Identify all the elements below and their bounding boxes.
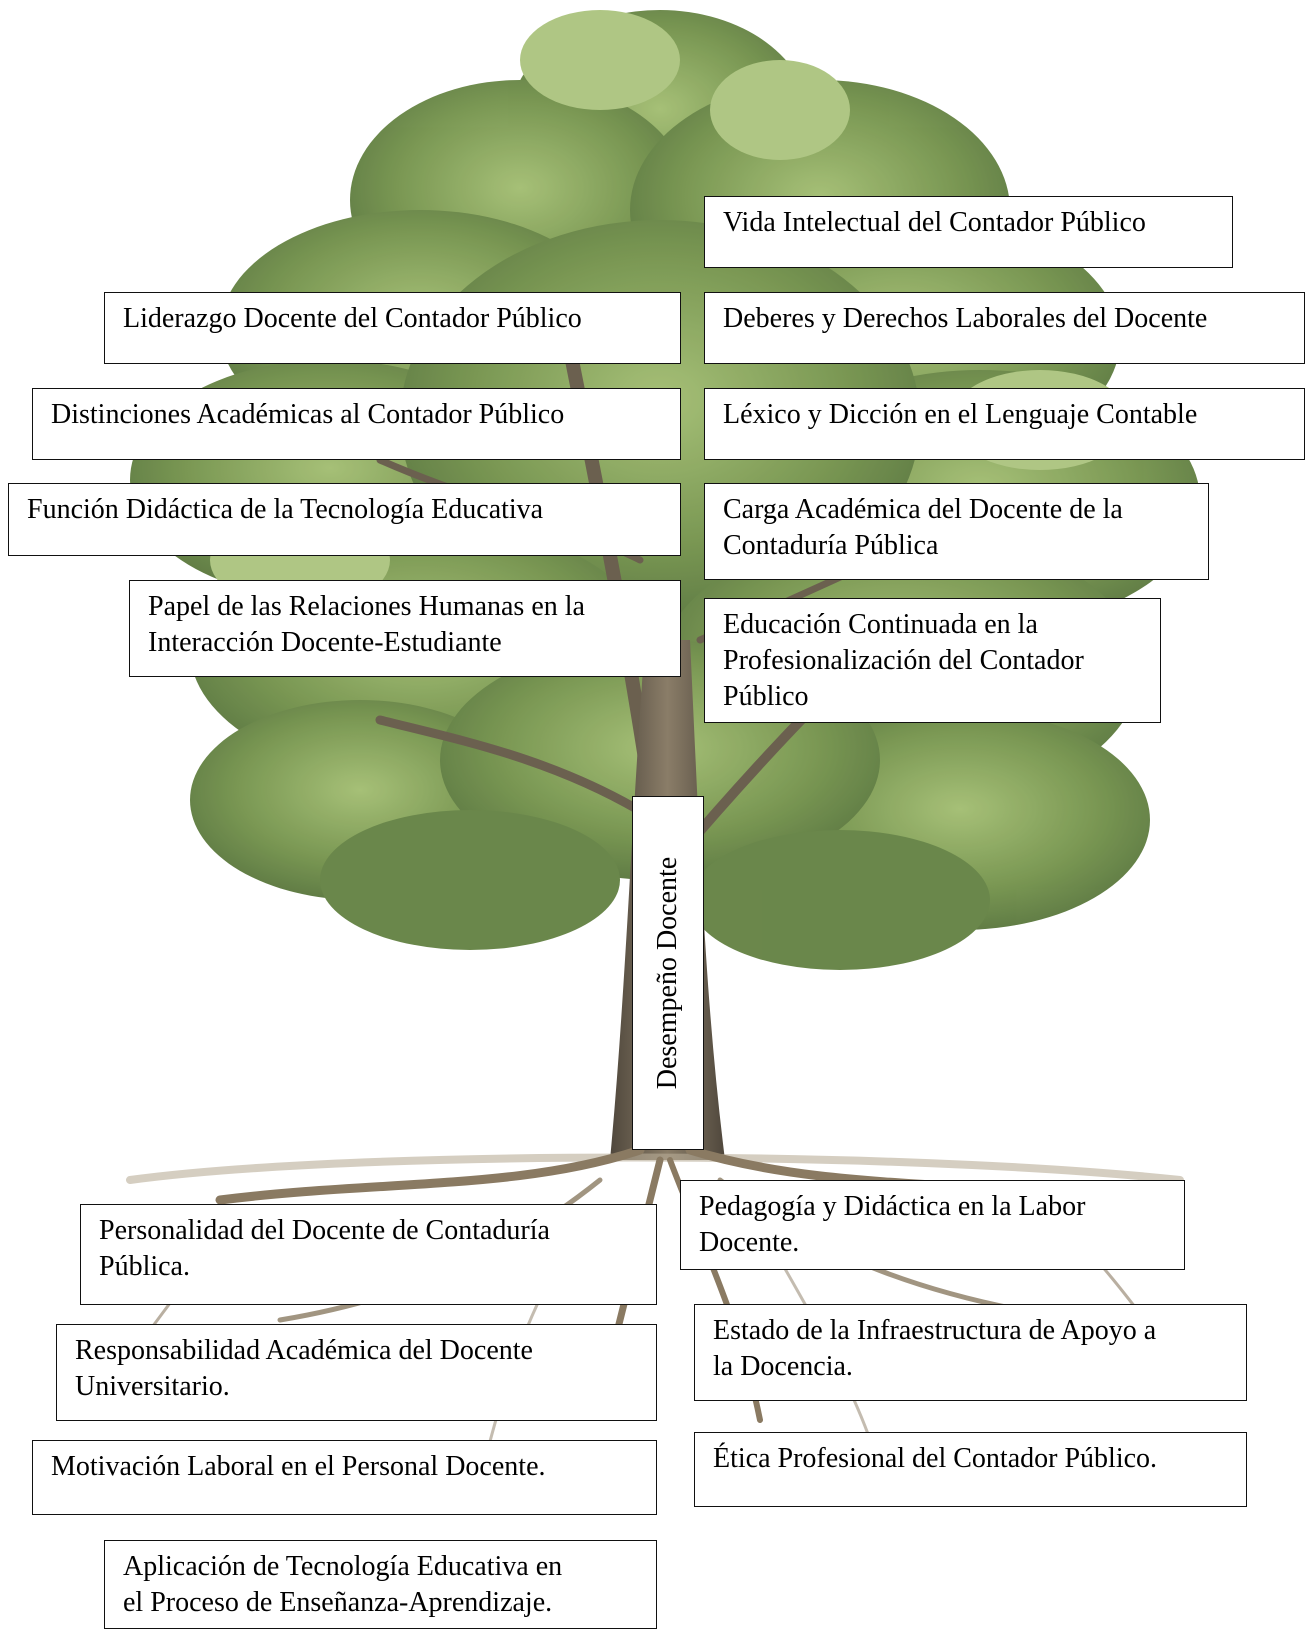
branch-right-box-1: Vida Intelectual del Contador Público [704,196,1233,268]
root-right-2-line-1: Estado de la Infraestructura de Apoyo a [713,1315,1157,1346]
center-concept-box: Desempeño Docente [632,796,704,1150]
root-right-1-line-1: Pedagogía y Didáctica en la Labor [699,1191,1086,1222]
branch-left-3-line-1: Función Didáctica de la Tecnología Educa… [27,494,544,525]
root-left-4-line-1: Aplicación de Tecnología Educativa en [123,1551,563,1582]
branch-right-5-line-2: Profesionalización del Contador [723,645,1084,676]
branch-left-box-4: Papel de las Relaciones Humanas en la In… [129,580,681,677]
branch-right-2-line-1: Deberes y Derechos Laborales del Docente [723,303,1208,334]
root-left-2-line-1: Responsabilidad Académica del Docente [75,1335,533,1366]
branch-left-1-line-1: Liderazgo Docente del Contador Público [123,303,582,334]
root-right-box-3: Ética Profesional del Contador Público. [694,1432,1247,1507]
center-concept-label: Desempeño Docente [652,856,683,1090]
root-left-3-line-1: Motivación Laboral en el Personal Docent… [51,1451,546,1482]
branch-left-box-3: Función Didáctica de la Tecnología Educa… [8,483,681,556]
root-left-box-1: Personalidad del Docente de Contaduría P… [80,1204,657,1305]
root-right-1-line-2: Docente. [699,1227,800,1258]
root-left-box-4: Aplicación de Tecnología Educativa en el… [104,1540,657,1629]
root-right-2-line-2: la Docencia. [713,1351,853,1382]
branch-right-1-line-1: Vida Intelectual del Contador Público [723,207,1146,238]
branch-right-4-line-2: Contaduría Pública [723,530,939,561]
branch-left-box-2: Distinciones Académicas al Contador Públ… [32,388,681,460]
branch-right-4-line-1: Carga Académica del Docente de la [723,494,1123,525]
root-left-box-2: Responsabilidad Académica del Docente Un… [56,1324,657,1421]
root-right-box-2: Estado de la Infraestructura de Apoyo a … [694,1304,1247,1401]
branch-right-box-2: Deberes y Derechos Laborales del Docente [704,292,1305,364]
branch-left-box-1: Liderazgo Docente del Contador Público [104,292,681,364]
root-left-4-line-2: el Proceso de Enseñanza-Aprendizaje. [123,1587,553,1618]
root-left-2-line-2: Universitario. [75,1371,230,1402]
branch-left-4-line-1: Papel de las Relaciones Humanas en la [148,591,585,622]
branch-right-box-3: Léxico y Dicción en el Lenguaje Contable [704,388,1305,460]
branch-right-box-4: Carga Académica del Docente de la Contad… [704,483,1209,580]
branch-left-4-line-2: Interacción Docente-Estudiante [148,627,502,658]
branch-right-3-line-1: Léxico y Dicción en el Lenguaje Contable [723,399,1198,430]
root-left-1-line-1: Personalidad del Docente de Contaduría [99,1215,550,1246]
branch-left-2-line-1: Distinciones Académicas al Contador Públ… [51,399,565,430]
root-right-3-line-1: Ética Profesional del Contador Público. [713,1443,1158,1474]
root-left-1-line-2: Pública. [99,1251,190,1282]
root-right-box-1: Pedagogía y Didáctica en la Labor Docent… [680,1180,1185,1270]
root-left-box-3: Motivación Laboral en el Personal Docent… [32,1440,657,1515]
branch-right-5-line-3: Público [723,681,809,712]
branch-right-box-5: Educación Continuada en la Profesionaliz… [704,598,1161,723]
branch-right-5-line-1: Educación Continuada en la [723,609,1038,640]
